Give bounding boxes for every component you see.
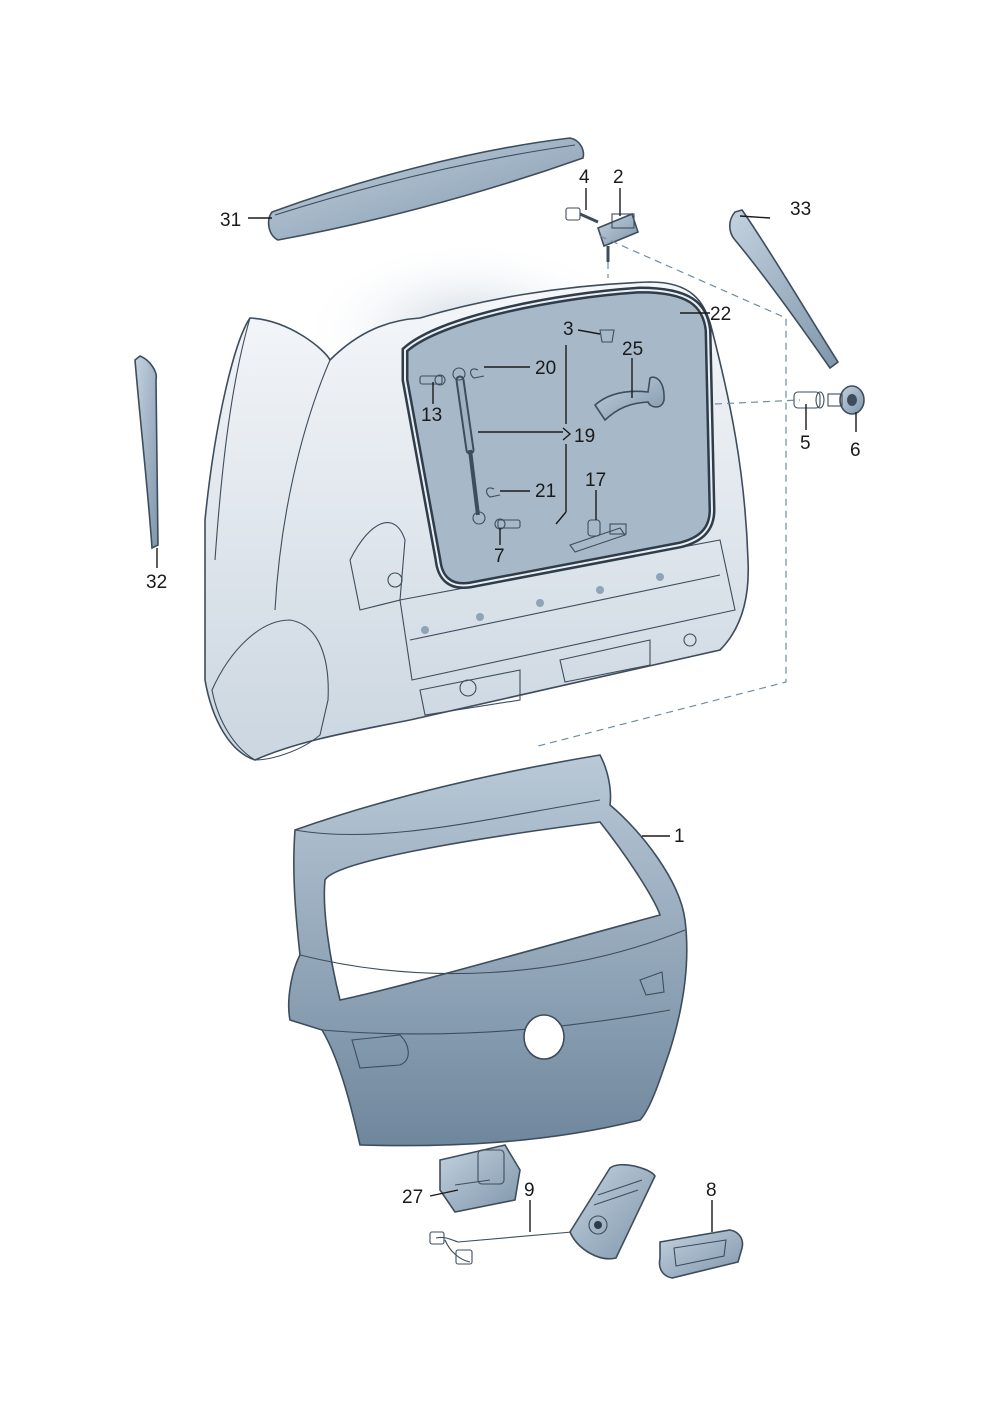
wiring-harness-part xyxy=(429,1227,591,1265)
label-6: 6 xyxy=(850,440,861,461)
label-4: 4 xyxy=(579,167,590,188)
label-31: 31 xyxy=(220,210,241,231)
tailgate-part xyxy=(287,754,688,1147)
tailgate-opening-seal xyxy=(401,286,716,590)
label-21: 21 xyxy=(535,481,556,502)
handle-cover-part xyxy=(658,1229,744,1279)
label-19: 19 xyxy=(574,426,595,447)
handle-part xyxy=(569,1163,656,1260)
label-1: 1 xyxy=(674,826,685,847)
retaining-clip-lower xyxy=(485,487,501,498)
label-33: 33 xyxy=(790,199,811,220)
label-32: 32 xyxy=(146,572,167,593)
label-27: 27 xyxy=(402,1187,423,1208)
assembly-dash-line xyxy=(537,235,801,747)
label-17: 17 xyxy=(585,470,606,491)
label-22: 22 xyxy=(710,304,731,325)
leader-lines xyxy=(156,188,857,1232)
label-9: 9 xyxy=(524,1180,535,1201)
inner-pull-handle xyxy=(593,376,665,422)
label-5: 5 xyxy=(800,433,811,454)
label-7: 7 xyxy=(494,546,505,567)
label-2: 2 xyxy=(613,167,624,188)
label-25: 25 xyxy=(622,339,643,360)
lock-part xyxy=(439,1144,521,1213)
hinge-bolt xyxy=(565,207,599,224)
spoiler-part xyxy=(267,137,585,241)
label-13: 13 xyxy=(421,405,442,426)
rubber-buffer xyxy=(793,391,825,409)
trim-strip-right xyxy=(728,209,840,370)
trim-strip-left xyxy=(134,355,159,550)
ball-stud-upper xyxy=(419,374,446,386)
gas-strut xyxy=(452,367,486,525)
callout-labels: 31 4 2 33 3 22 25 20 13 19 17 21 7 5 6 3… xyxy=(146,167,861,1208)
label-8: 8 xyxy=(706,1180,717,1201)
buffer-part xyxy=(599,329,615,343)
label-3: 3 xyxy=(563,319,574,340)
hinge-part xyxy=(597,212,639,262)
buffer-housing xyxy=(827,385,865,415)
lock-striker xyxy=(569,519,627,553)
label-20: 20 xyxy=(535,358,556,379)
retaining-clip-upper xyxy=(469,368,485,379)
